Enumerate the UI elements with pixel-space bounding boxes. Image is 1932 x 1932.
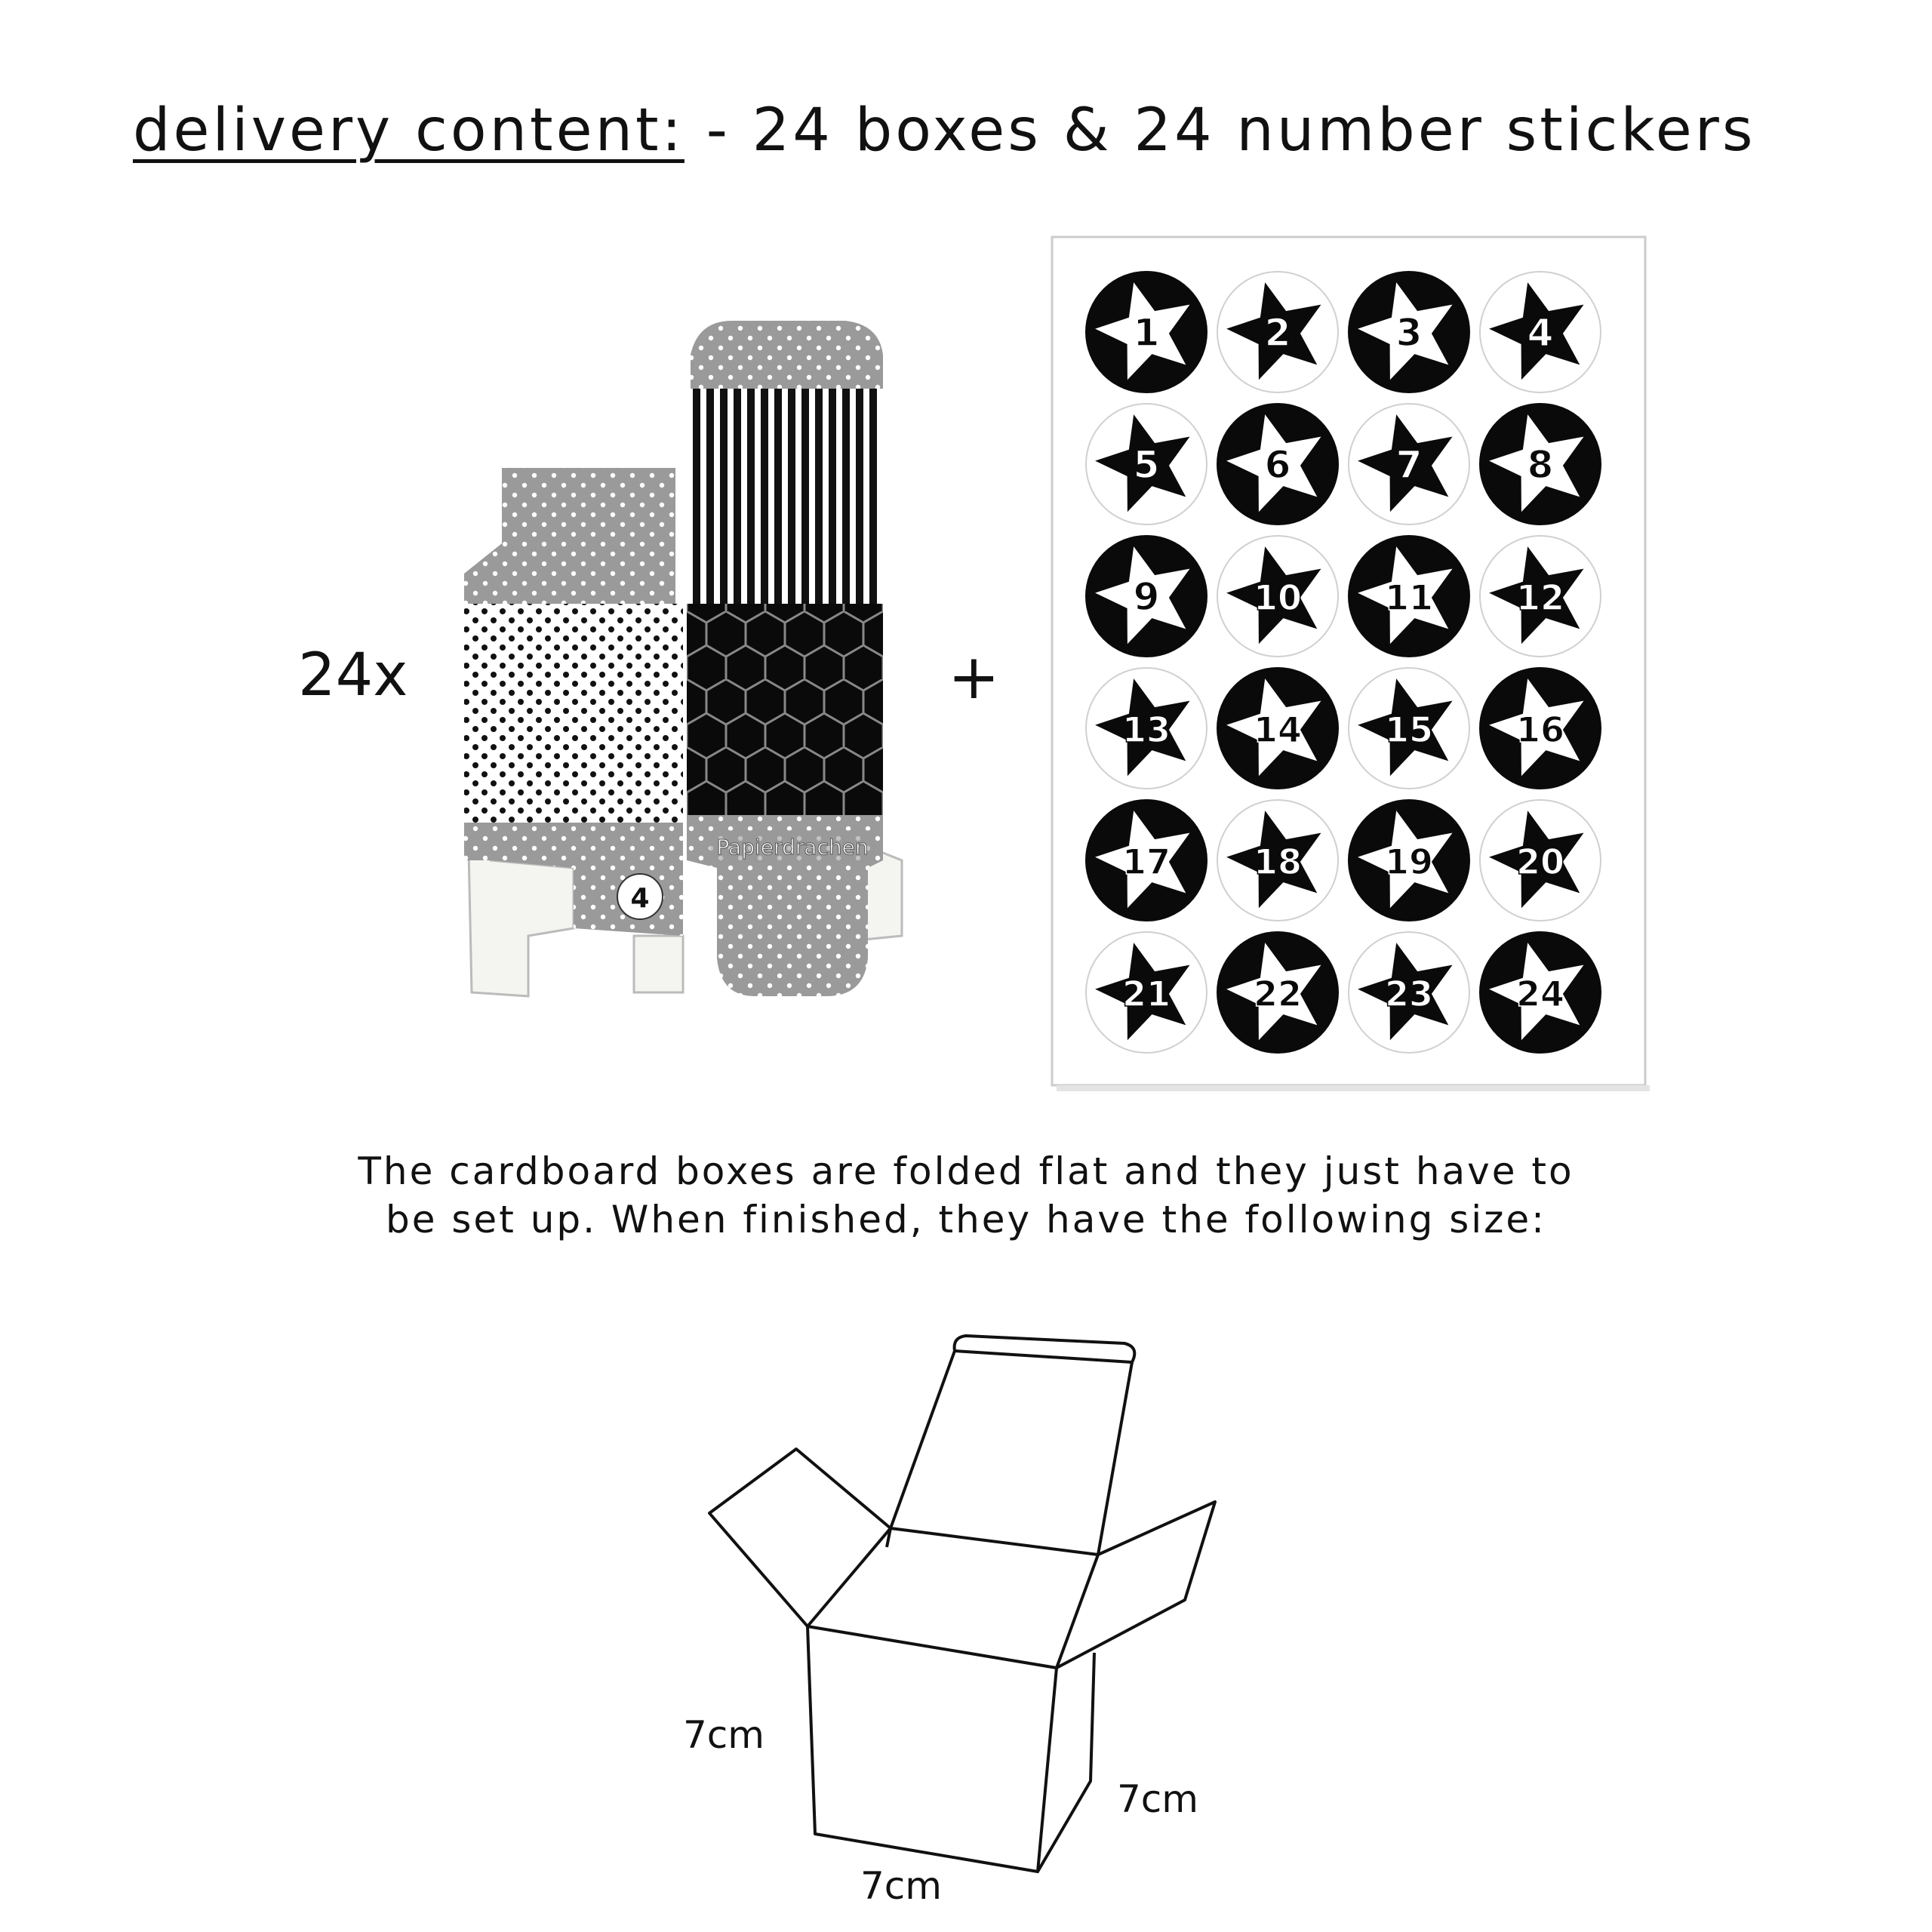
sticker-number: 13 — [1122, 709, 1171, 750]
box-sticker-number: 4 — [630, 883, 649, 914]
sticker-4: 4 — [1479, 271, 1601, 393]
sticker-number: 22 — [1254, 974, 1302, 1014]
sticker-number: 15 — [1385, 709, 1433, 750]
sticker-number: 19 — [1385, 841, 1433, 882]
sticker-number: 3 — [1396, 311, 1423, 355]
sticker-12: 12 — [1479, 535, 1601, 657]
sticker-number: 16 — [1516, 709, 1564, 750]
sticker-number: 10 — [1254, 577, 1302, 618]
star-icon — [1358, 943, 1453, 1041]
sticker-number: 4 — [1527, 311, 1554, 355]
sticker-20: 20 — [1479, 799, 1601, 921]
sticker-number: 2 — [1265, 311, 1291, 355]
flat-box-illustration: Papierdrachen 4 — [464, 321, 903, 998]
sticker-3: 3 — [1348, 271, 1470, 393]
sticker-13: 13 — [1085, 667, 1208, 789]
open-box-diagram — [708, 1334, 1217, 1873]
star-icon — [1095, 546, 1190, 645]
sticker-17: 17 — [1085, 799, 1208, 921]
sticker-number: 1 — [1134, 311, 1160, 355]
sticker-number: 8 — [1527, 443, 1554, 487]
star-icon — [1095, 282, 1190, 380]
sticker-14: 14 — [1217, 667, 1339, 789]
sticker-number: 9 — [1134, 575, 1160, 619]
sticker-16: 16 — [1479, 667, 1601, 789]
quantity-label: 24x — [298, 641, 408, 709]
description: The cardboard boxes are folded flat and … — [317, 1147, 1615, 1244]
sticker-9: 9 — [1085, 535, 1208, 657]
sticker-number: 20 — [1516, 841, 1564, 882]
star-icon — [1358, 811, 1453, 909]
star-icon — [1489, 811, 1584, 909]
sticker-15: 15 — [1348, 667, 1470, 789]
sticker-number: 17 — [1122, 841, 1171, 882]
heading-text: - 24 boxes & 24 number stickers — [684, 97, 1756, 165]
sticker-6: 6 — [1217, 403, 1339, 525]
box-brand-label: Papierdrachen — [716, 835, 868, 860]
sticker-23: 23 — [1348, 931, 1470, 1054]
box-bottom-flap-right — [632, 934, 685, 994]
sticker-number: 23 — [1385, 974, 1433, 1014]
description-line-2: be set up. When finished, they have the … — [385, 1198, 1547, 1241]
dimension-height: 7cm — [683, 1713, 765, 1757]
sticker-22: 22 — [1217, 931, 1339, 1054]
sticker-1: 1 — [1085, 271, 1208, 393]
sticker-18: 18 — [1217, 799, 1339, 921]
sticker-11: 11 — [1348, 535, 1470, 657]
box-stripe-panel — [687, 389, 883, 608]
star-icon — [1095, 414, 1190, 512]
star-icon — [1226, 943, 1321, 1041]
box-lid-panel — [691, 321, 883, 392]
sticker-8: 8 — [1479, 403, 1601, 525]
star-icon — [1095, 811, 1190, 909]
dimension-depth: 7cm — [1117, 1777, 1199, 1821]
sticker-number: 7 — [1396, 443, 1423, 487]
star-icon — [1226, 811, 1321, 909]
sticker-number: 24 — [1516, 974, 1564, 1014]
star-icon — [1489, 678, 1584, 777]
star-icon — [1226, 546, 1321, 645]
star-icon — [1095, 678, 1190, 777]
star-icon — [1489, 546, 1584, 645]
sticker-number: 6 — [1265, 443, 1291, 487]
sticker-number: 11 — [1385, 577, 1433, 618]
sticker-number: 21 — [1122, 974, 1171, 1014]
plus-sign: + — [948, 641, 1000, 713]
sticker-number: 12 — [1516, 577, 1564, 618]
star-icon — [1226, 414, 1321, 512]
box-hex-panel — [687, 604, 883, 823]
star-icon — [1489, 282, 1584, 380]
star-icon — [1489, 414, 1584, 512]
sticker-19: 19 — [1348, 799, 1470, 921]
star-icon — [1489, 943, 1584, 1041]
heading-label: delivery content: — [133, 97, 685, 165]
description-line-1: The cardboard boxes are folded flat and … — [358, 1149, 1574, 1193]
star-icon — [1358, 282, 1453, 380]
sticker-number: 14 — [1254, 709, 1302, 750]
sticker-10: 10 — [1217, 535, 1339, 657]
box-top-flap-left — [464, 468, 675, 604]
star-icon — [1358, 414, 1453, 512]
sticker-number: 18 — [1254, 841, 1302, 882]
box-sticker — [617, 873, 663, 920]
star-icon — [1226, 282, 1321, 380]
page-title: delivery content: - 24 boxes & 24 number… — [133, 97, 1755, 165]
sticker-2: 2 — [1217, 271, 1339, 393]
dimension-width: 7cm — [860, 1864, 943, 1908]
star-icon — [1095, 943, 1190, 1041]
box-front-panel-dots — [464, 604, 683, 823]
sticker-7: 7 — [1348, 403, 1470, 525]
star-icon — [1358, 678, 1453, 777]
sticker-number: 5 — [1134, 443, 1160, 487]
star-icon — [1226, 678, 1321, 777]
star-icon — [1358, 546, 1453, 645]
sticker-5: 5 — [1085, 403, 1208, 525]
sticker-21: 21 — [1085, 931, 1208, 1054]
sticker-24: 24 — [1479, 931, 1601, 1054]
